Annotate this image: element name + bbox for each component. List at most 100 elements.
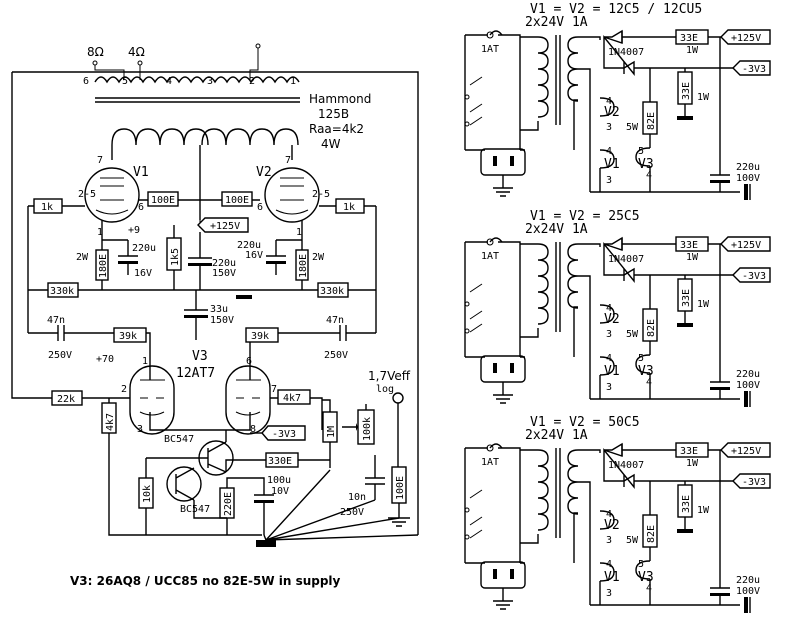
svg-text:180E: 180E [98, 254, 109, 278]
star-ground [256, 540, 276, 547]
tap-8ohm: 8Ω [87, 45, 104, 59]
power-supplies: V1 = V2 = 12C5 / 12CU5 2x24V 1A 1AT 1N40… [464, 2, 771, 613]
svg-text:5W: 5W [626, 122, 639, 133]
svg-text:+125V: +125V [731, 446, 761, 457]
svg-text:1M: 1M [326, 426, 337, 438]
tube-v3-type: 12AT7 [176, 366, 215, 381]
svg-text:BC547: BC547 [180, 504, 210, 515]
svg-text:82E: 82E [646, 319, 657, 337]
svg-text:-3V3: -3V3 [742, 64, 766, 75]
svg-text:33E: 33E [680, 240, 698, 251]
primary-winding-right [201, 128, 299, 146]
svg-text:2W: 2W [76, 252, 89, 263]
svg-text:1W: 1W [686, 458, 699, 469]
transformer-name: Hammond [309, 92, 371, 106]
svg-text:1N4007: 1N4007 [608, 254, 644, 265]
svg-text:+9: +9 [128, 225, 140, 236]
svg-text:1W: 1W [686, 45, 699, 56]
heater-v3 [635, 560, 651, 580]
ground-bar [677, 116, 693, 120]
svg-text:5: 5 [638, 353, 644, 364]
tap-8-terminal [92, 60, 98, 66]
minus3v3-tag [732, 60, 771, 76]
tube-v3-right [225, 365, 271, 435]
svg-text:220u: 220u [736, 575, 760, 586]
svg-text:150V: 150V [210, 315, 234, 326]
svg-text:33E: 33E [680, 446, 698, 457]
ground-plate [744, 184, 748, 200]
svg-text:100V: 100V [736, 380, 760, 391]
primary-winding-left [111, 128, 209, 146]
svg-text:10n: 10n [348, 492, 366, 503]
transformer-secondary [94, 76, 300, 84]
svg-text:39k: 39k [119, 331, 137, 342]
fuse-terminal [486, 31, 494, 39]
svg-text:22k: 22k [57, 394, 75, 405]
ground-symbol [493, 382, 513, 404]
tap-4-terminal [137, 60, 143, 66]
svg-text:7: 7 [271, 384, 277, 395]
svg-text:4: 4 [606, 96, 612, 107]
resistor-180e-right [295, 249, 309, 281]
svg-text:+125V: +125V [210, 221, 240, 232]
tap-common-terminal [255, 43, 261, 49]
transformer-core [555, 35, 561, 125]
svg-text:1: 1 [296, 227, 302, 238]
svg-text:1W: 1W [697, 505, 710, 516]
svg-text:82E: 82E [646, 112, 657, 130]
ground-plate [744, 597, 748, 613]
svg-text:1: 1 [290, 76, 296, 87]
svg-text:100E: 100E [395, 476, 406, 500]
resistor-330k-left [47, 282, 79, 298]
svg-text:2W: 2W [312, 252, 325, 263]
resistor-1m [322, 411, 338, 443]
svg-text:4k7: 4k7 [283, 393, 301, 404]
cap-47n-right [339, 325, 347, 341]
svg-text:10k: 10k [142, 485, 153, 503]
svg-text:100V: 100V [736, 586, 760, 597]
transformer-raa: Raa=4k2 [309, 122, 364, 136]
svg-text:100E: 100E [151, 195, 175, 206]
svg-text:4: 4 [166, 76, 172, 87]
svg-text:330k: 330k [320, 286, 344, 297]
power-supply-3: V1 = V2 = 50C5 2x24V 1A 1AT 1N4007 [464, 415, 771, 613]
cap-220u [710, 578, 730, 605]
svg-text:10V: 10V [271, 486, 289, 497]
feedback-left-wire [11, 72, 52, 399]
svg-text:-3V3: -3V3 [742, 477, 766, 488]
fuse [489, 443, 503, 449]
cap-220u-left [118, 240, 138, 275]
ground-bar [677, 529, 693, 533]
resistor-10k [138, 477, 154, 509]
resistor-1k-right [335, 198, 365, 214]
fuse-terminal [486, 444, 494, 452]
svg-text:1AT: 1AT [481, 457, 499, 468]
svg-text:150V: 150V [212, 268, 236, 279]
svg-text:+125V: +125V [731, 240, 761, 251]
resistor-1k-left [33, 198, 63, 214]
tube-v2-electrodes [275, 177, 309, 215]
svg-text:1AT: 1AT [481, 251, 499, 262]
svg-text:330E: 330E [268, 456, 292, 467]
plus125-tag [720, 236, 771, 252]
tube-v1-electrodes [95, 177, 129, 215]
svg-text:33E: 33E [680, 33, 698, 44]
svg-text:6: 6 [246, 356, 252, 367]
heater-v3 [635, 354, 651, 374]
svg-text:1W: 1W [697, 299, 710, 310]
svg-text:220E: 220E [223, 492, 234, 516]
svg-text:39k: 39k [251, 331, 269, 342]
svg-text:100k: 100k [362, 417, 373, 441]
heater-v2-label: V2 [604, 518, 620, 533]
svg-text:82E: 82E [646, 525, 657, 543]
grid-side-wires [27, 206, 377, 333]
heater-v1-label: V1 [604, 157, 620, 172]
svg-text:3: 3 [606, 588, 612, 599]
svg-text:4: 4 [646, 170, 652, 181]
coupling-wires [28, 332, 376, 350]
svg-text:4: 4 [606, 509, 612, 520]
cap-47n-left [57, 325, 65, 341]
transformer-secondary [567, 243, 579, 309]
svg-text:220u: 220u [736, 369, 760, 380]
input-jack [392, 392, 404, 404]
